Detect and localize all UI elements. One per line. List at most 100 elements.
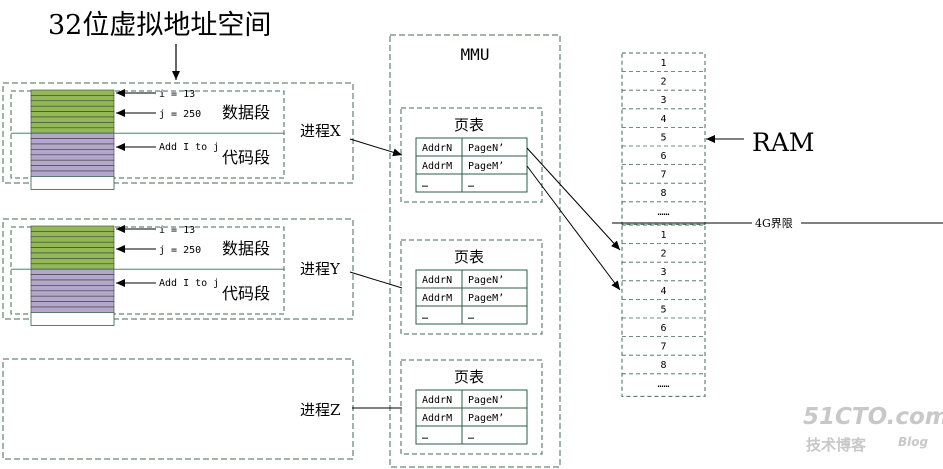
ram-page-label: 1	[660, 230, 666, 241]
annotation-i: i = 13	[159, 225, 195, 236]
watermark-site: 51CTO.com	[803, 404, 943, 430]
page-table-border	[400, 107, 543, 203]
page-table-cell-text: AddrM	[422, 413, 452, 424]
page-table-cell-text: AddrN	[422, 275, 452, 286]
data-segment-row	[30, 231, 115, 238]
ram-page-label: 6	[660, 323, 666, 334]
mmu-border	[389, 34, 561, 468]
data-segment-label: 数据段	[222, 103, 270, 122]
ram-page-label: 4	[660, 114, 666, 125]
process-z: 进程Z	[2, 358, 354, 460]
ram-upper-column: 12345678……	[621, 52, 706, 225]
ram-column-border	[621, 52, 706, 225]
process-x: i = 13 j = 250 Add I to j 数据段 代码段 进程X	[2, 82, 354, 190]
ram-label: RAM	[752, 128, 814, 157]
annotation-j: j = 250	[159, 109, 201, 120]
page-table-border	[400, 239, 543, 335]
process-y-label: 进程Y	[300, 260, 341, 278]
boundary-label: 4G界限	[755, 217, 793, 230]
stack-tail-row	[30, 175, 115, 190]
watermark: 51CTO.com 技术博客 Blog	[803, 404, 943, 454]
ram-page-label: 3	[660, 267, 666, 278]
code-segment-row	[30, 290, 115, 297]
ram-page-label: 7	[660, 342, 666, 353]
page-table-cell	[461, 425, 528, 445]
data-segment-row	[30, 111, 115, 118]
code-segment-row	[30, 170, 115, 177]
page-table-cell-text: AddrM	[422, 161, 452, 172]
process-y-border	[2, 218, 354, 320]
data-segment-row	[30, 95, 115, 102]
page-table-cell-text: PageM’	[468, 293, 504, 304]
ram-page-label: ……	[657, 207, 669, 218]
data-segment-row	[30, 116, 115, 123]
code-segment-row	[30, 138, 115, 145]
page-table-cell-text: …	[468, 431, 474, 442]
process-y-inner-border	[10, 226, 285, 315]
page-table-cell-text: PageM’	[468, 161, 504, 172]
page-table-cell-text: …	[422, 431, 428, 442]
code-segment-row	[30, 301, 115, 308]
page-table-border	[400, 359, 543, 455]
ram-page-label: 7	[660, 170, 666, 181]
page-table-cell-text: PageN’	[468, 395, 504, 406]
mmu-label: MMU	[461, 45, 490, 64]
ram-page-label: 8	[660, 188, 666, 199]
ram-column-border	[621, 224, 706, 397]
page-table-cell-text: …	[468, 179, 474, 190]
data-segment-row	[30, 122, 115, 129]
page-table-title: 页表	[454, 248, 484, 266]
code-segment-row	[30, 159, 115, 166]
page-table-title: 页表	[454, 368, 484, 386]
annotation-i: i = 13	[159, 89, 195, 100]
ram-page-label: 2	[660, 77, 666, 88]
diagram-title: 32位虚拟地址空间	[48, 10, 271, 41]
code-segment-row	[30, 154, 115, 161]
data-segment-row	[30, 263, 115, 270]
page-table-cell	[461, 305, 528, 325]
ram-page-label: 4	[660, 286, 666, 297]
connector-y	[349, 271, 403, 289]
data-segment-row	[30, 241, 115, 248]
data-segment-label: 数据段	[222, 239, 270, 258]
data-segment-row	[30, 225, 115, 232]
code-segment-row	[30, 165, 115, 172]
page-table-title: 页表	[454, 116, 484, 134]
data-segment-row	[30, 236, 115, 243]
code-segment-label: 代码段	[222, 284, 270, 303]
mapping-arrow-n	[526, 147, 621, 251]
annotation-add: Add I to j	[159, 278, 219, 289]
code-segment-row	[30, 279, 115, 286]
data-segment-row	[30, 247, 115, 254]
data-segment-row	[30, 127, 115, 134]
page-table-cell-text: AddrM	[422, 293, 452, 304]
ram-page-label: 8	[660, 360, 666, 371]
ram-page-label: ……	[657, 379, 669, 390]
process-x-memory-stack	[11, 89, 284, 190]
ram-page-label: 2	[660, 249, 666, 260]
page-table-cell-text: AddrN	[422, 395, 452, 406]
process-x-inner-border	[10, 90, 285, 179]
process-y-memory-stack	[11, 225, 284, 326]
ram-lower-column: 12345678……	[621, 224, 706, 397]
ram-page-label: 3	[660, 95, 666, 106]
page-table-cell-text: …	[468, 311, 474, 322]
annotation-j: j = 250	[159, 245, 201, 256]
page-table-cell	[461, 173, 528, 193]
data-segment-row	[30, 258, 115, 265]
page-table-cell-text: PageM’	[468, 413, 504, 424]
process-x-label: 进程X	[300, 122, 341, 140]
process-y: i = 13 j = 250 Add I to j 数据段 代码段 进程Y	[2, 218, 354, 326]
code-segment-row	[30, 143, 115, 150]
ram-page-label: 6	[660, 151, 666, 162]
code-segment-row	[30, 132, 115, 139]
code-segment-row	[30, 285, 115, 292]
code-segment-row	[30, 268, 115, 275]
